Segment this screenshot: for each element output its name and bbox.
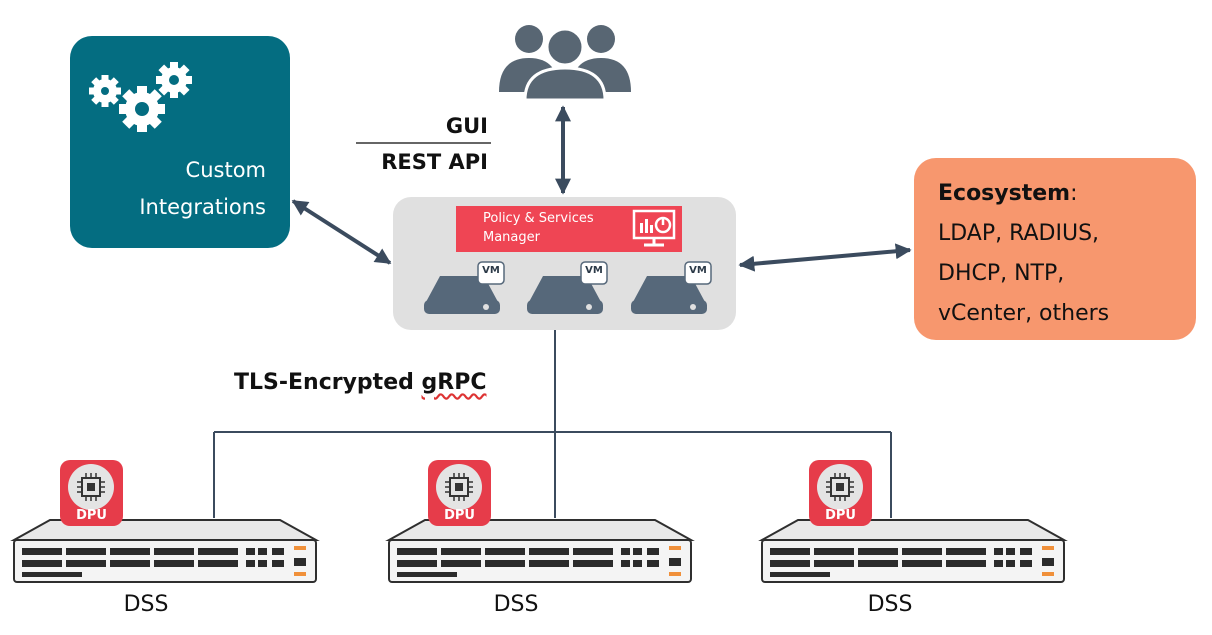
switch-chassis (385, 519, 695, 583)
dpu-badge: DPU (809, 460, 872, 526)
custom-integrations-box (70, 36, 290, 248)
gui-label: GUI (445, 114, 488, 138)
ecosystem-line: LDAP, RADIUS, (938, 221, 1100, 246)
chip-icon (826, 473, 854, 501)
vm-disk-icon (527, 261, 608, 314)
dpu-label: DPU (76, 508, 107, 523)
vm-disk: VM (627, 260, 717, 320)
ecosystem-heading: Ecosystem (938, 181, 1071, 206)
vm-label: VM (585, 265, 603, 276)
chip-icon (445, 473, 473, 501)
dss-label: DSS (123, 592, 169, 617)
grpc-label: TLS-Encrypted gRPC (234, 370, 487, 395)
dss-switch (758, 518, 1068, 584)
custom-integrations-label: Custom Integrations (139, 158, 266, 219)
monitor-dashboard-icon (632, 209, 676, 247)
gears-icon (89, 62, 192, 132)
vm-label: VM (482, 265, 500, 276)
vm-disk: VM (523, 260, 613, 320)
custom-psm-arrow (291, 199, 392, 265)
ecosystem-box (914, 158, 1196, 340)
ecosystem-text: Ecosystem: LDAP, RADIUS, DHCP, NTP, vCen… (938, 174, 1109, 334)
vm-disk: VM (420, 260, 510, 320)
dss-label: DSS (493, 592, 539, 617)
dss-label: DSS (867, 592, 913, 617)
chip-icon-circle (817, 464, 863, 510)
vm-label: VM (689, 265, 707, 276)
rest-api-label: REST API (381, 150, 488, 174)
dpu-label: DPU (444, 508, 475, 523)
chip-icon-circle (436, 464, 482, 510)
dpu-badge: DPU (60, 460, 123, 526)
switch-chassis (758, 519, 1068, 583)
vm-disk-icon (631, 261, 712, 314)
dpu-label: DPU (825, 508, 856, 523)
chip-icon (77, 473, 105, 501)
ecosystem-line: vCenter, others (938, 301, 1110, 326)
users-group-icon (499, 25, 631, 102)
psm-ecosystem-arrow (738, 243, 912, 272)
chip-icon-circle (68, 464, 114, 510)
ecosystem-line: DHCP, NTP, (938, 261, 1065, 286)
grpc-tree (213, 330, 892, 518)
dss-switch (10, 518, 320, 584)
dpu-badge: DPU (428, 460, 491, 526)
vm-disk-icon (424, 261, 505, 314)
switch-chassis (10, 519, 320, 583)
dss-switch (385, 518, 695, 584)
psm-label: Policy & Services Manager (483, 211, 594, 245)
